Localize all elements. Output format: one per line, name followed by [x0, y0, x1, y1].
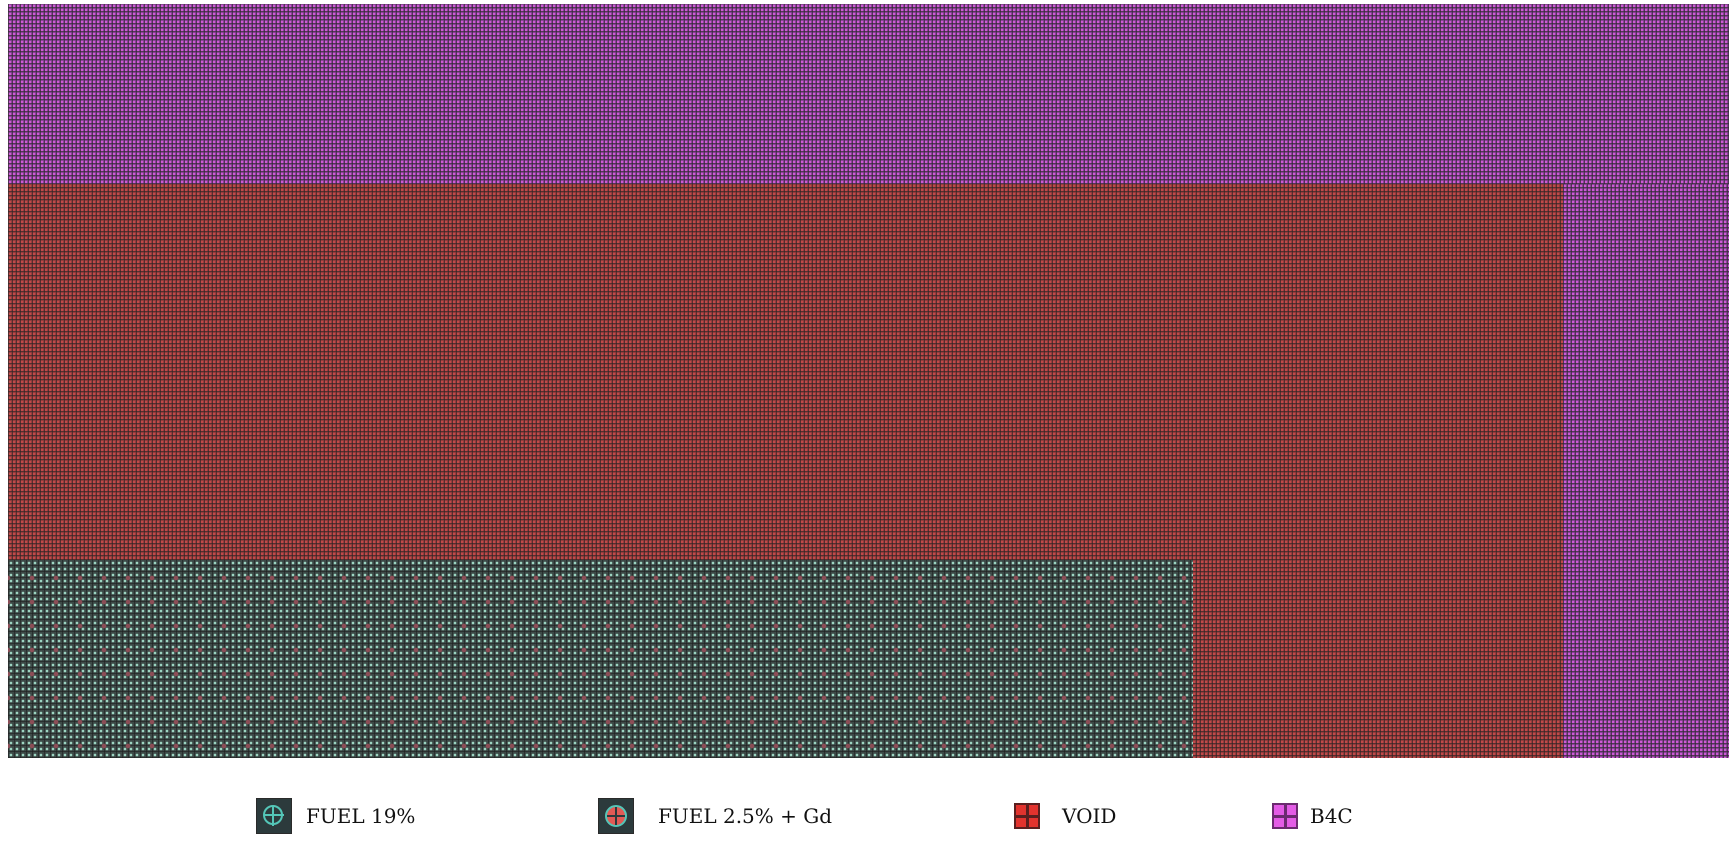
fuel-region — [8, 560, 1193, 758]
fuel-19-icon — [256, 798, 292, 834]
legend-item-b4c: B4C — [1272, 796, 1353, 836]
legend-label: FUEL 19% — [306, 804, 416, 828]
legend-item-void: VOID — [1014, 796, 1116, 836]
legend-item-fuel-19: FUEL 19% — [256, 796, 415, 836]
b4c-region-right — [1563, 184, 1729, 758]
lattice-map — [8, 4, 1729, 758]
legend-label: VOID — [1062, 804, 1117, 828]
fuel-gd-icon — [598, 798, 634, 834]
b4c-icon — [1272, 803, 1298, 829]
void-icon — [1014, 803, 1040, 829]
legend: FUEL 19% FUEL 2.5% + Gd VOID B4C — [0, 790, 1729, 840]
legend-item-fuel-gd: FUEL 2.5% + Gd — [598, 796, 832, 836]
legend-label: B4C — [1310, 804, 1353, 828]
b4c-region-top — [8, 4, 1729, 184]
legend-label: FUEL 2.5% + Gd — [658, 804, 833, 828]
